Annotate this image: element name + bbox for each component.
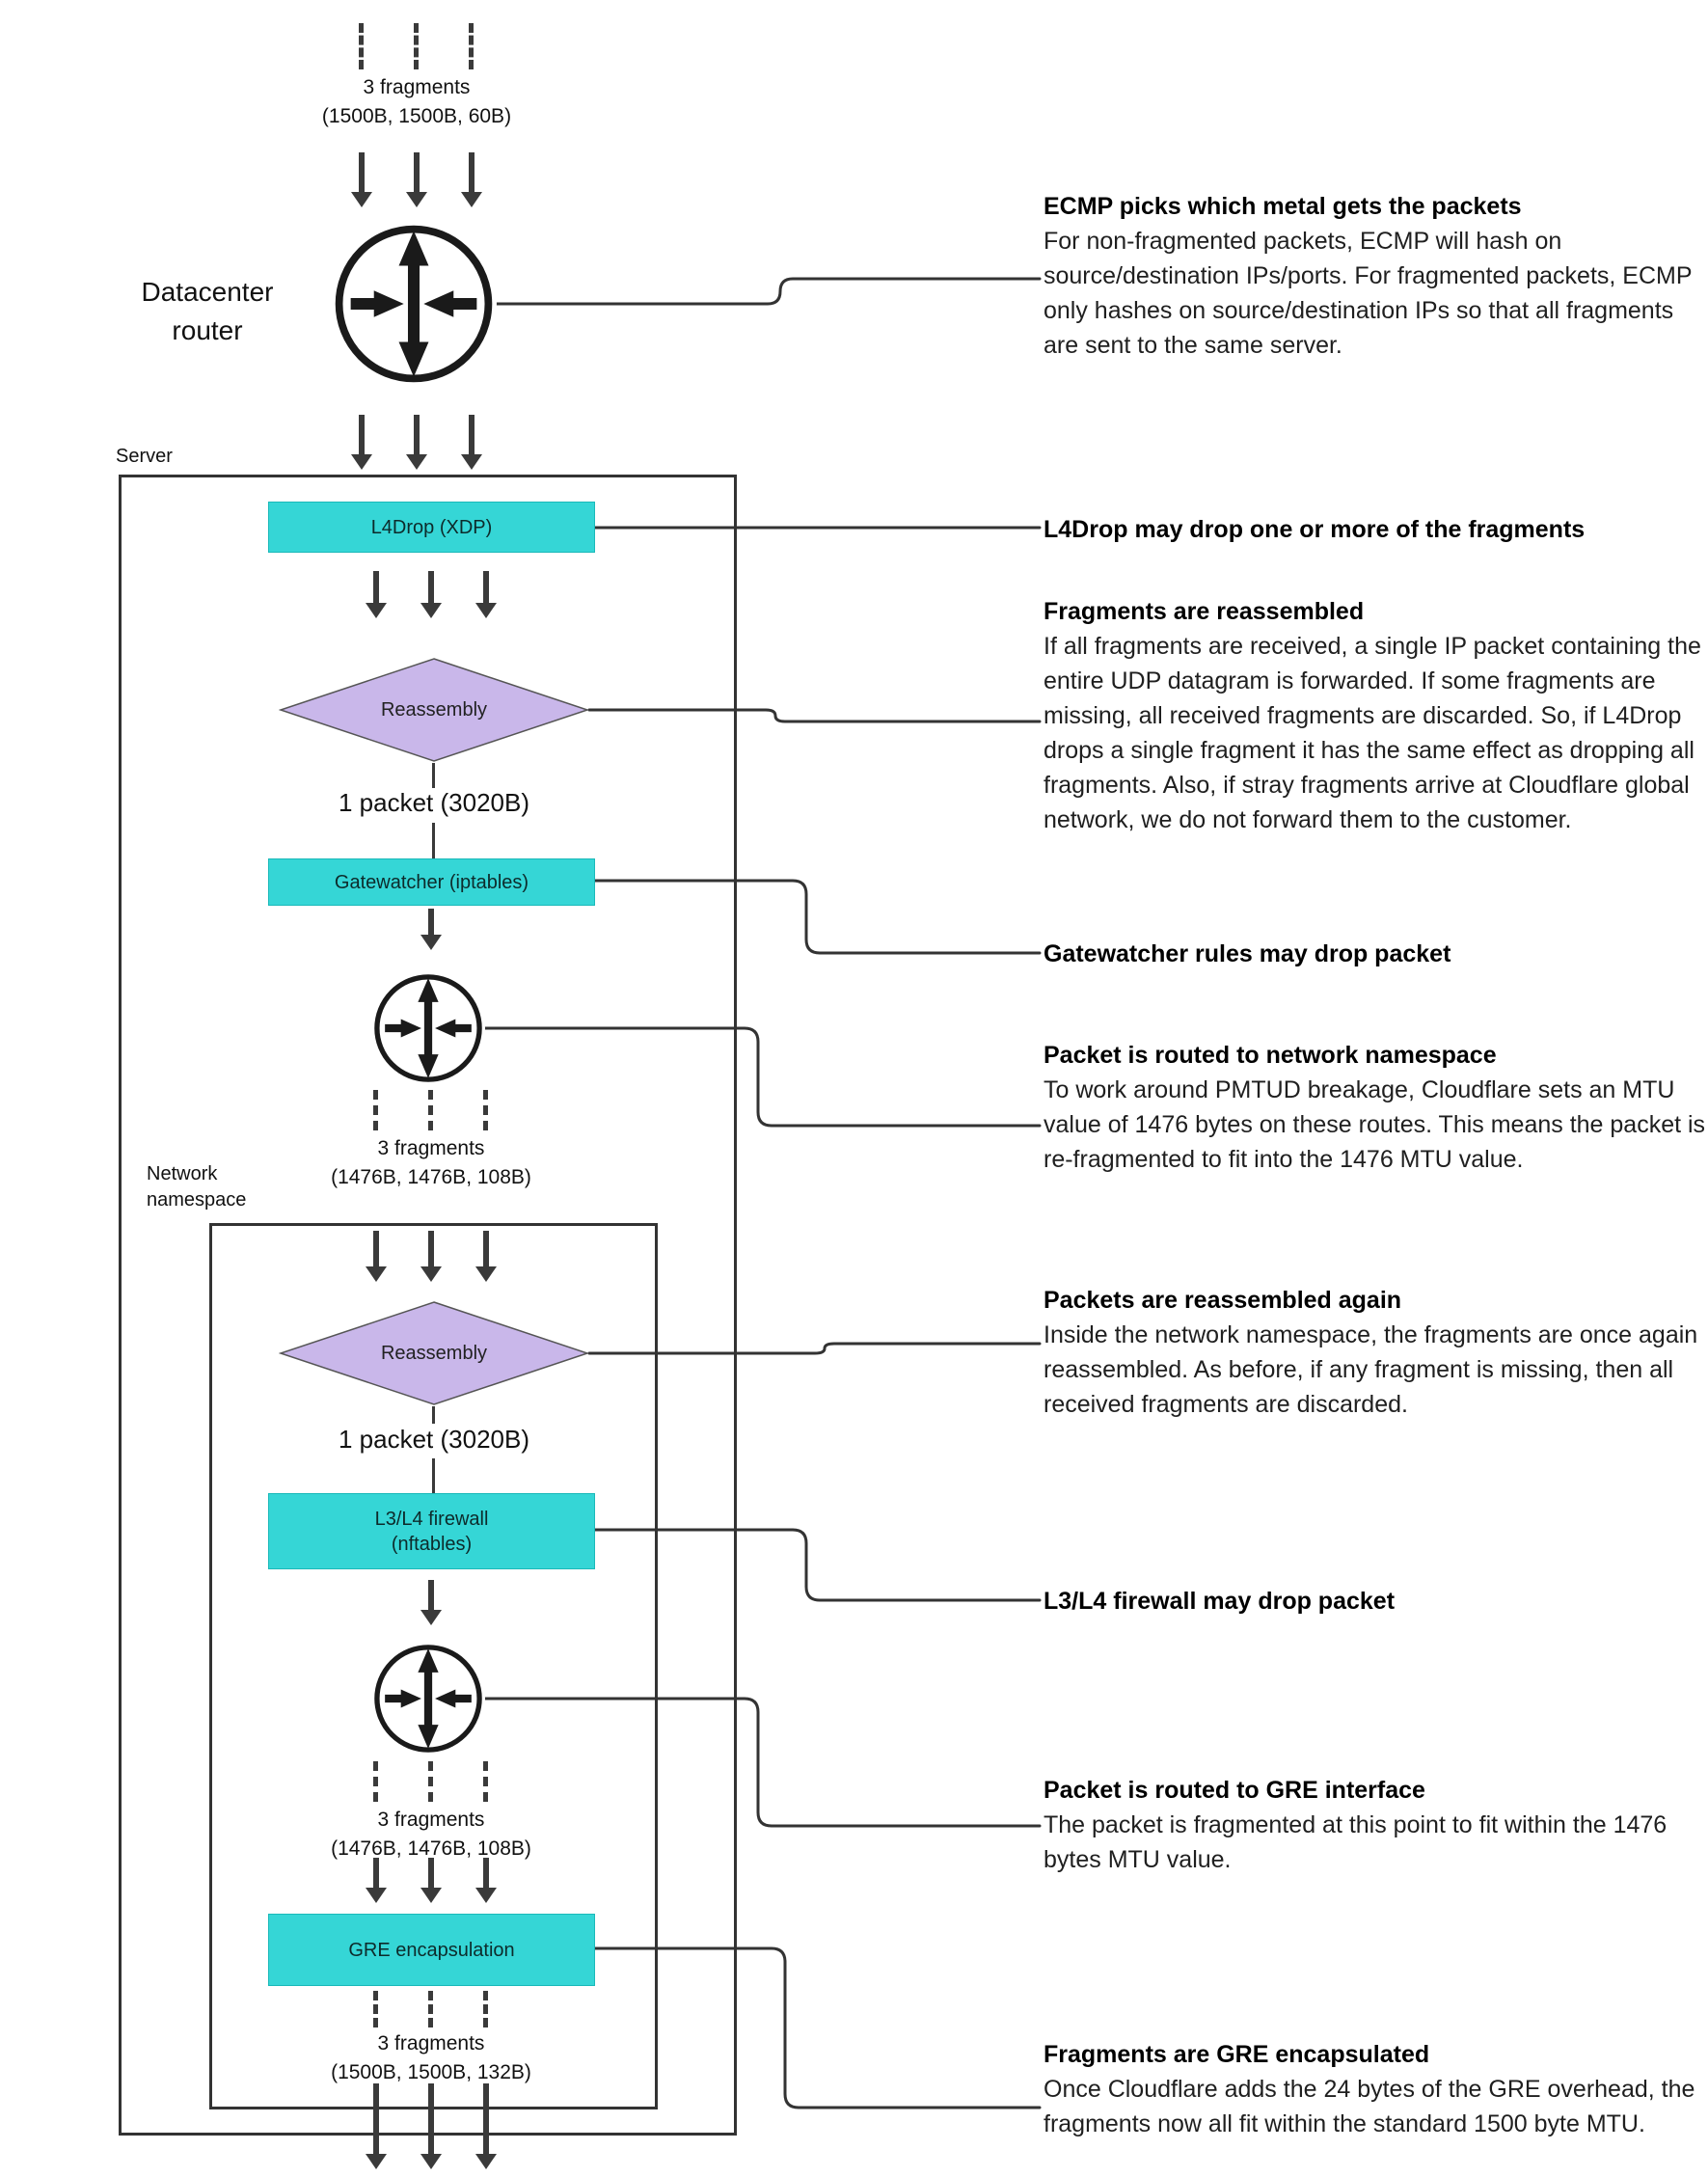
fragments-label-top: 3 fragments (1500B, 1500B, 60B)	[321, 76, 512, 127]
flow-arrow-down	[359, 415, 365, 455]
flow-arrow-down	[428, 571, 434, 604]
router-icon	[331, 221, 497, 387]
packet-label-2: 1 packet (3020B)	[338, 1425, 529, 1454]
fragment-dash-line	[373, 1991, 378, 2027]
flow-arrow-down	[428, 1858, 434, 1889]
router-icon	[371, 971, 485, 1085]
router-icon-glyph	[374, 1645, 482, 1753]
fragment-dash-line	[373, 1090, 378, 1130]
flow-arrow-down	[373, 571, 379, 604]
flow-line	[432, 1458, 435, 1493]
flow-arrow-down	[469, 415, 474, 455]
flow-line	[432, 763, 435, 788]
fragment-dash-line	[373, 1761, 378, 1802]
packet-label-1: 1 packet (3020B)	[338, 788, 529, 817]
annotation-route-namespace: Packet is routed to network namespace To…	[1044, 1038, 1708, 1177]
flow-arrow-down	[483, 2083, 489, 2155]
annotation-body: Once Cloudflare adds the 24 bytes of the…	[1044, 2076, 1695, 2137]
annotation-heading: ECMP picks which metal gets the packets	[1044, 193, 1522, 220]
fragments-label-1476-b: 3 fragments (1476B, 1476B, 108B)	[331, 1809, 531, 1860]
fragment-dash-line	[428, 1991, 433, 2027]
annotation-reassembled: Fragments are reassembled If all fragmen…	[1044, 594, 1708, 837]
flow-arrow-down	[428, 909, 434, 936]
flow-arrow-down	[428, 2083, 434, 2155]
flow-arrow-down	[373, 1858, 379, 1889]
diamond-shape	[279, 658, 589, 762]
flow-arrow-down	[469, 152, 474, 193]
fragment-dash-line	[483, 1761, 488, 1802]
fragment-dash-line	[483, 1090, 488, 1130]
fragment-dash-line	[359, 23, 364, 69]
annotation-reassembled-again: Packets are reassembled again Inside the…	[1044, 1283, 1708, 1422]
flow-line	[432, 823, 435, 858]
gatewatcher-node: Gatewatcher (iptables)	[268, 858, 595, 906]
l4drop-node: L4Drop (XDP)	[268, 502, 595, 553]
flow-arrow-down	[373, 1231, 379, 1267]
router-icon	[371, 1642, 485, 1755]
gre-encapsulation-node: GRE encapsulation	[268, 1914, 595, 1986]
annotation-heading: Packet is routed to network namespace	[1044, 1042, 1497, 1069]
fragment-dash-line	[428, 1761, 433, 1802]
router-icon-glyph	[374, 974, 482, 1082]
fragments-label-1500: 3 fragments (1500B, 1500B, 132B)	[331, 2032, 531, 2083]
reassembly-diamond-2: Reassembly	[279, 1300, 589, 1406]
annotation-body: For non-fragmented packets, ECMP will ha…	[1044, 228, 1693, 359]
flow-arrow-down	[483, 1231, 489, 1267]
annotation-heading: L3/L4 firewall may drop packet	[1044, 1588, 1396, 1615]
annotation-body: If all fragments are received, a single …	[1044, 633, 1701, 833]
fragment-dash-line	[469, 23, 474, 69]
reassembly-label: Reassembly	[380, 1342, 488, 1364]
reassembly-label: Reassembly	[380, 698, 488, 721]
l3l4-firewall-node: L3/L4 firewall (nftables)	[268, 1493, 595, 1569]
annotation-body: Inside the network namespace, the fragme…	[1044, 1321, 1698, 1418]
annotation-heading: Fragments are GRE encapsulated	[1044, 2041, 1430, 2068]
flow-arrow-down	[483, 571, 489, 604]
annotation-route-gre: Packet is routed to GRE interface The pa…	[1044, 1773, 1708, 1877]
flow-line	[432, 1406, 435, 1424]
flow-arrow-down	[428, 1231, 434, 1267]
fragment-dash-line	[483, 1991, 488, 2027]
annotation-heading: Fragments are reassembled	[1044, 598, 1365, 625]
flow-arrow-down	[373, 2083, 379, 2155]
network-namespace-label: Network namespace	[147, 1163, 247, 1211]
server-label: Server	[116, 446, 173, 467]
datacenter-router-label: Datacenter router	[141, 277, 274, 345]
flow-arrow-down	[428, 1580, 434, 1611]
annotation-gatewatcher: Gatewatcher rules may drop packet	[1044, 937, 1708, 971]
annotation-ecmp: ECMP picks which metal gets the packets …	[1044, 189, 1708, 363]
annotation-l4drop: L4Drop may drop one or more of the fragm…	[1044, 512, 1708, 547]
annotation-gre-encapsulated: Fragments are GRE encapsulated Once Clou…	[1044, 2037, 1708, 2141]
fragment-dash-line	[428, 1090, 433, 1130]
annotation-body: The packet is fragmented at this point t…	[1044, 1811, 1667, 1873]
annotation-heading: Packets are reassembled again	[1044, 1287, 1402, 1314]
fragments-label-1476-a: 3 fragments (1476B, 1476B, 108B)	[331, 1137, 531, 1188]
flow-arrow-down	[359, 152, 365, 193]
reassembly-diamond-1: Reassembly	[279, 657, 589, 763]
flow-arrow-down	[414, 415, 420, 455]
connector-ecmp	[495, 277, 1042, 306]
flow-arrow-down	[414, 152, 420, 193]
diamond-shape	[279, 1301, 589, 1405]
annotation-heading: Packet is routed to GRE interface	[1044, 1777, 1425, 1804]
annotation-firewall: L3/L4 firewall may drop packet	[1044, 1584, 1708, 1619]
router-icon-glyph	[335, 225, 493, 383]
fragment-dash-line	[414, 23, 419, 69]
annotation-body: To work around PMTUD breakage, Cloudflar…	[1044, 1076, 1706, 1173]
flow-arrow-down	[483, 1858, 489, 1889]
annotation-heading: Gatewatcher rules may drop packet	[1044, 940, 1451, 967]
annotation-heading: L4Drop may drop one or more of the fragm…	[1044, 516, 1586, 543]
